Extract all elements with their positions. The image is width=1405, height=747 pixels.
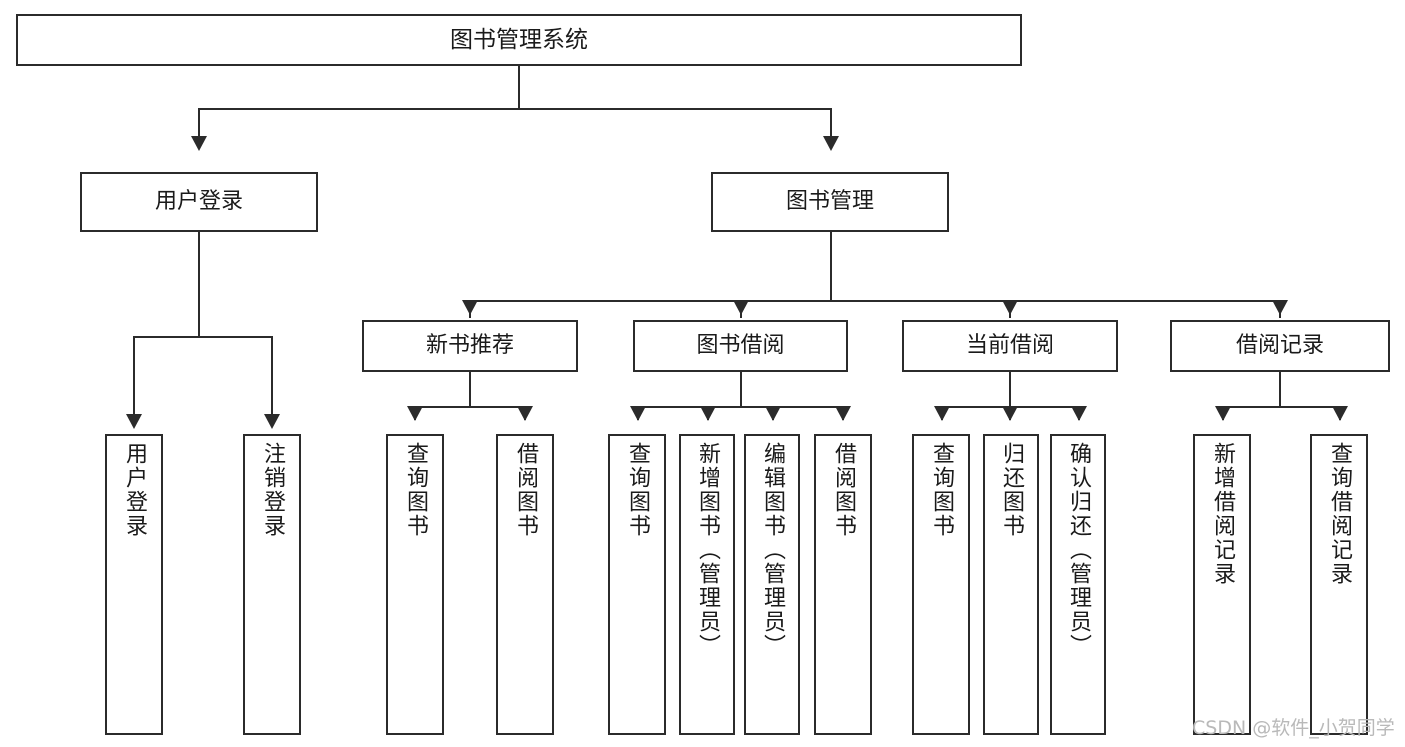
leaf-user-login[interactable]: 用户登录 (105, 434, 163, 735)
node-label: 图书管理 (785, 189, 874, 215)
connector-borrow-record-stem (1279, 372, 1281, 406)
node-label: 借阅图书 (513, 442, 538, 538)
node-label: 新增图书（管理员） (695, 442, 720, 658)
connector-root-stem (518, 66, 520, 108)
arrowhead-book-borrow-leaf-3 (765, 406, 781, 421)
node-user-login[interactable]: 用户登录 (80, 172, 318, 232)
node-label: 借阅图书 (831, 442, 856, 538)
arrowhead-user-login-leaf-2 (264, 414, 280, 429)
arrowhead-new-book-leaf-2 (517, 406, 533, 421)
arrowhead-current-borrow-leaf-2 (1002, 406, 1018, 421)
arrowhead-to-new-book (462, 300, 478, 315)
node-label: 新增借阅记录 (1210, 442, 1235, 586)
connector-root-to-user-login (198, 108, 200, 138)
arrowhead-to-book-borrow (733, 300, 749, 315)
node-label: 注销登录 (260, 442, 285, 538)
arrowhead-user-login-leaf-1 (126, 414, 142, 429)
connector-root-to-book-mgmt (830, 108, 832, 138)
leaf-add-book-admin[interactable]: 新增图书（管理员） (679, 434, 735, 735)
node-label: 图书借阅 (696, 333, 785, 359)
node-label: 查询借阅记录 (1327, 442, 1352, 586)
leaf-search-book-newbook[interactable]: 查询图书 (386, 434, 444, 735)
leaf-borrow-book-newbook[interactable]: 借阅图书 (496, 434, 554, 735)
node-label: 当前借阅 (965, 333, 1054, 359)
leaf-confirm-return-admin[interactable]: 确认归还（管理员） (1050, 434, 1106, 735)
connector-borrow-record-bus (1222, 406, 1339, 408)
leaf-search-book-current[interactable]: 查询图书 (912, 434, 970, 735)
node-label: 确认归还（管理员） (1066, 442, 1091, 658)
arrowhead-current-borrow-leaf-3 (1071, 406, 1087, 421)
node-label: 用户登录 (154, 189, 243, 215)
node-label: 查询图书 (403, 442, 428, 538)
node-label: 图书管理系统 (450, 26, 588, 53)
connector-book-borrow-stem (740, 372, 742, 406)
arrowhead-borrow-record-leaf-2 (1332, 406, 1348, 421)
leaf-search-book-borrow[interactable]: 查询图书 (608, 434, 666, 735)
node-label: 用户登录 (122, 442, 147, 538)
leaf-return-book[interactable]: 归还图书 (983, 434, 1039, 735)
arrowhead-to-current-borrow (1002, 300, 1018, 315)
connector-user-login-branch-1 (133, 336, 135, 416)
connector-root-bus (198, 108, 830, 110)
node-root-system[interactable]: 图书管理系统 (16, 14, 1022, 66)
leaf-add-borrow-record[interactable]: 新增借阅记录 (1193, 434, 1251, 735)
node-label: 借阅记录 (1235, 333, 1324, 359)
node-label: 查询图书 (625, 442, 650, 538)
arrowhead-book-borrow-leaf-4 (835, 406, 851, 421)
leaf-edit-book-admin[interactable]: 编辑图书（管理员） (744, 434, 800, 735)
node-label: 归还图书 (999, 442, 1024, 538)
node-label: 编辑图书（管理员） (760, 442, 785, 658)
connector-current-borrow-stem (1009, 372, 1011, 406)
leaf-borrow-book[interactable]: 借阅图书 (814, 434, 872, 735)
connector-new-book-bus (414, 406, 524, 408)
leaf-logout[interactable]: 注销登录 (243, 434, 301, 735)
connector-user-login-branch-2 (271, 336, 273, 416)
connector-user-login-bus (133, 336, 272, 338)
node-borrow-record[interactable]: 借阅记录 (1170, 320, 1390, 372)
arrowhead-root-to-book-mgmt (823, 136, 839, 151)
arrowhead-root-to-user-login (191, 136, 207, 151)
connector-book-borrow-bus (637, 406, 842, 408)
connector-new-book-stem (469, 372, 471, 406)
node-book-borrow[interactable]: 图书借阅 (633, 320, 848, 372)
node-label: 新书推荐 (425, 333, 514, 359)
node-label: 查询图书 (929, 442, 954, 538)
csdn-watermark: CSDN @软件_小贺同学 (1192, 717, 1395, 739)
arrowhead-current-borrow-leaf-1 (934, 406, 950, 421)
node-current-borrow[interactable]: 当前借阅 (902, 320, 1118, 372)
connector-user-login-stem (198, 232, 200, 336)
arrowhead-book-borrow-leaf-1 (630, 406, 646, 421)
arrowhead-new-book-leaf-1 (407, 406, 423, 421)
arrowhead-to-borrow-record (1272, 300, 1288, 315)
arrowhead-borrow-record-leaf-1 (1215, 406, 1231, 421)
node-new-book-recommend[interactable]: 新书推荐 (362, 320, 578, 372)
node-book-management[interactable]: 图书管理 (711, 172, 949, 232)
leaf-search-borrow-record[interactable]: 查询借阅记录 (1310, 434, 1368, 735)
arrowhead-book-borrow-leaf-2 (700, 406, 716, 421)
connector-book-mgmt-bus (469, 300, 1281, 302)
connector-book-mgmt-stem (830, 232, 832, 300)
